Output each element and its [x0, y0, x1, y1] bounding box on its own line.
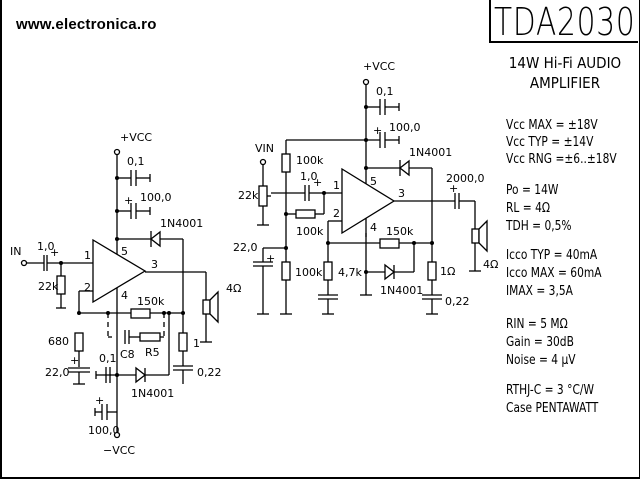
subtitle-line-2: AMPLIFIER — [529, 74, 601, 92]
c-neg2-label: 100,0 — [88, 424, 120, 437]
diode-bottom-label: 1N4001 — [131, 387, 174, 400]
vcc-neg-label: −VCC — [103, 444, 135, 457]
spec-icco-typ: Icco TYP = 40mA — [506, 248, 598, 263]
speaker-left — [202, 299, 211, 315]
r-fb-label-right: 150k — [386, 225, 414, 238]
diode-bottom — [135, 366, 147, 384]
r5 — [139, 332, 161, 342]
svg-text:3: 3 — [151, 258, 158, 271]
c-in-label: 1,0 — [37, 240, 55, 253]
r-gnd-left — [74, 332, 84, 352]
title-box — [489, 0, 638, 43]
svg-text:+: + — [124, 194, 133, 207]
svg-text:5: 5 — [370, 175, 377, 188]
c-dec2-label: 100,0 — [140, 191, 172, 204]
spec-gain: Gain = 30dB — [506, 335, 574, 350]
spec-imax: IMAX = 3,5A — [506, 284, 573, 299]
r-fb-label: 150k — [137, 295, 165, 308]
r-zobel-right — [427, 261, 437, 281]
vcc-pos-label: +VCC — [120, 131, 152, 144]
r-bias-mid-label: 100k — [296, 225, 324, 238]
c-zobel-label-right: 0,22 — [445, 295, 470, 308]
speaker-left-label: 4Ω — [226, 282, 241, 295]
split-supply-circuit: +VCC 0,1 + 100,0 — [10, 131, 241, 457]
spec-vcc-max: Vcc MAX = ±18V — [506, 118, 598, 133]
r-gnd-label-right: 4,7k — [338, 266, 362, 279]
amp-triangle-left — [92, 238, 147, 304]
svg-text:3: 3 — [398, 187, 405, 200]
diode-top-label: 1N4001 — [160, 217, 203, 230]
spec-rthjc: RTHJ-C = 3 °C/W — [506, 383, 595, 398]
r-zobel-left — [178, 332, 188, 352]
r-in-label: 22k — [38, 280, 59, 293]
c-in-label-right: 1,0 — [300, 170, 318, 183]
amp-triangle-right — [341, 167, 396, 235]
svg-text:5: 5 — [121, 245, 128, 258]
svg-text:2: 2 — [333, 207, 340, 220]
c-dec2-label-right: 100,0 — [389, 121, 421, 134]
r-zobel-label: 1 — [193, 337, 200, 350]
r-fb-left — [130, 308, 151, 319]
diode-top-label-right: 1N4001 — [409, 146, 452, 159]
c-out-label: 2000,0 — [446, 172, 485, 185]
speaker-right-label: 4Ω — [483, 258, 498, 271]
c-gnd-label: 22,0 — [45, 366, 70, 379]
chip-title: TDA2030 — [494, 0, 636, 44]
spec-icco-max: Icco MAX = 60mA — [506, 266, 602, 281]
vcc-neg-terminal — [113, 431, 121, 439]
spec-case: Case PENTAWATT — [506, 401, 599, 416]
r-bias-top-label: 100k — [296, 154, 324, 167]
input-label: IN — [10, 245, 21, 258]
c-dec1-label: 0,1 — [127, 155, 145, 168]
diode-top — [149, 230, 161, 248]
spec-noise: Noise = 4 μV — [506, 353, 576, 368]
svg-text:2: 2 — [84, 281, 91, 294]
spec-tdh: TDH = 0,5% — [506, 219, 572, 234]
r-gnd-label: 680 — [48, 335, 69, 348]
vcc-pos-label-right: +VCC — [363, 60, 395, 73]
r-zobel-label-right: 1Ω — [440, 265, 455, 278]
spec-rl: RL = 4Ω — [506, 201, 550, 216]
r-bias-mid — [295, 209, 316, 219]
r-bias-top — [281, 153, 291, 173]
vcc-pos-terminal — [113, 148, 121, 156]
vin-label: VIN — [255, 142, 274, 155]
r-fb-right — [379, 238, 400, 249]
svg-text:+: + — [266, 252, 275, 265]
svg-text:1: 1 — [84, 249, 91, 262]
svg-text:+: + — [95, 394, 104, 407]
svg-text:+: + — [373, 124, 382, 137]
website-label: www.electronica.ro — [16, 16, 157, 33]
r-bias-bot-label: 100k — [295, 266, 323, 279]
spec-rin: RIN = 5 MΩ — [506, 317, 568, 332]
spec-vcc-rng: Vcc RNG =±6..±18V — [506, 152, 617, 167]
diode-top-right — [398, 159, 410, 177]
svg-text:4: 4 — [121, 289, 128, 302]
pot-22k — [258, 185, 268, 207]
r-bias-bot — [281, 261, 291, 281]
r-gnd-right — [323, 261, 333, 281]
diode-bottom-label-right: 1N4001 — [380, 284, 423, 297]
spec-vcc-typ: Vcc TYP = ±14V — [506, 135, 594, 150]
subtitle-line-1: 14W Hi-Fi AUDIO — [508, 54, 622, 72]
speaker-right — [471, 228, 480, 244]
c-zobel-label: 0,22 — [197, 366, 222, 379]
pot-label: 22k — [238, 189, 259, 202]
c-dec1-label-right: 0,1 — [376, 85, 394, 98]
svg-text:+: + — [50, 246, 59, 259]
single-supply-circuit: +VCC 0,1 + 100,0 — [233, 60, 498, 315]
c-neg1-label: 0,1 — [99, 352, 117, 365]
diode-bottom-right — [384, 263, 396, 281]
c8-label: C8 — [120, 348, 135, 361]
svg-text:+: + — [70, 354, 79, 367]
svg-text:4: 4 — [370, 221, 377, 234]
svg-text:+: + — [313, 176, 322, 189]
spec-po: Po = 14W — [506, 183, 559, 198]
svg-text:1: 1 — [333, 179, 340, 192]
svg-text:+: + — [449, 182, 458, 195]
c-bias-label: 22,0 — [233, 241, 258, 254]
r5-label: R5 — [145, 346, 160, 359]
